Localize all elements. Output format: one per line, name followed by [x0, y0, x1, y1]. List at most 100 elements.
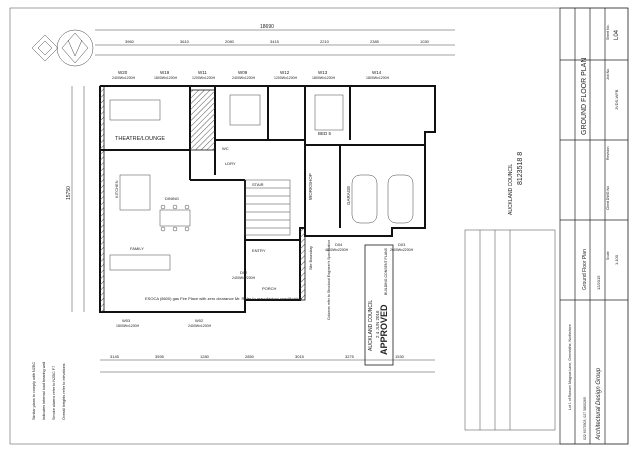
door-size: 4800Wx2200H — [325, 248, 349, 252]
window-size: 1200Wx1200H — [274, 76, 298, 80]
job-no-label: Job No. — [606, 68, 610, 80]
door-tags: D04 4800Wx2200H D03 2600Wx2200H D02 2400… — [232, 242, 414, 280]
room-labels: THEATRE/LOUNGE WORKSHOP GARAGE BED 5 KIT… — [114, 131, 351, 291]
legend-note: Similar plans to comply with NZBC — [32, 362, 36, 420]
furniture — [109, 94, 344, 271]
stair-label: STAIR — [252, 182, 264, 187]
dim-label: 2210 — [320, 39, 330, 44]
window-tag: W13 — [318, 70, 328, 75]
window-size: 1800Wx1200H — [366, 76, 390, 80]
room-label-theatre: THEATRE/LOUNGE — [115, 136, 165, 142]
window-tag: W20 — [118, 70, 128, 75]
company-contact: 022 6075503, 027 5800269 — [583, 397, 587, 440]
dim-label: 3595 — [155, 354, 165, 359]
wall-hatch-left — [99, 85, 105, 313]
client-dwg-label: Client DWG No — [606, 186, 610, 210]
window-tag: W19 — [160, 70, 170, 75]
dim-label: 3610 — [180, 39, 190, 44]
dim-label: 3960 — [125, 39, 135, 44]
dim-label: 3415 — [270, 39, 280, 44]
revision-label: Revision — [606, 147, 610, 160]
plan-name: GROUND FLOOR PLAN — [581, 58, 588, 135]
top-dimensions: 18690 3960 3610 2080 3415 2210 2385 1030 — [95, 24, 455, 56]
window-size: 1800Wx1200H — [116, 324, 140, 328]
legend-note: Overall heights refer to elevations — [62, 363, 66, 420]
bottom-dimensions: 3145 3595 1280 2850 3015 3275 1530 — [100, 354, 435, 373]
title-block: L04 Sheet No. Job No. JVDS-WFB Revision … — [559, 7, 629, 445]
door-tag: D02 — [240, 270, 248, 275]
room-label-laundry: LDRY — [225, 161, 236, 166]
dim-label: 1530 — [395, 354, 405, 359]
window-tag: W09 — [238, 70, 248, 75]
project-address: Lot 1 of Ramarri Magnus Lane, Greenhithe… — [568, 324, 572, 410]
left-dimensions: 15750 — [66, 86, 85, 312]
room-label-wc: WC — [222, 146, 229, 151]
approval-stamp: AUCKLAND COUNCIL 2 4 JUN 2016 APPROVED B… — [364, 244, 394, 366]
room-label-entry: ENTRY — [252, 248, 266, 253]
overall-depth-dim: 15750 — [66, 186, 72, 200]
window-tag: W02 — [195, 318, 204, 323]
dim-label: 2080 — [225, 39, 235, 44]
legend-note: Indicates internal load bearing wall — [42, 362, 46, 420]
window-size: 1200Wx1200H — [192, 76, 216, 80]
window-tag: W12 — [280, 70, 290, 75]
window-tag: W14 — [372, 70, 382, 75]
drawing-title: Ground Floor Plan — [582, 249, 588, 290]
door-size: 2600Wx2200H — [390, 248, 414, 252]
fireplace-note: ESOCA (8600) gas Fire Place with zero cl… — [145, 296, 302, 301]
site-boundary-note: Site Boundary — [309, 246, 313, 270]
room-label-dining: DINING — [165, 196, 179, 201]
room-label-bed5: BED 5 — [318, 131, 332, 136]
compliance-notes — [464, 229, 556, 431]
dim-label: 3275 — [345, 354, 355, 359]
drawing-date: 12/2015 — [596, 275, 601, 290]
stamp2-number: 8123518 8 — [517, 152, 524, 185]
window-size: 2400Wx1200H — [232, 76, 256, 80]
room-label-family: FAMILY — [130, 246, 144, 251]
door-tag: D03 — [398, 242, 406, 247]
council-stamp-2: AUCKLAND COUNCIL 8123518 8 — [508, 152, 524, 215]
window-size: 2400Wx1200H — [188, 324, 212, 328]
window-tag: W03 — [122, 318, 131, 323]
company-name: Architectural Design Group — [596, 367, 602, 441]
overall-width-dim: 18690 — [260, 24, 274, 30]
north-arrow-icon — [56, 29, 94, 67]
legend-note: Smoke alarms refer to NZBC F7 — [52, 366, 56, 420]
window-tag: W11 — [198, 70, 207, 75]
stamp-sub: BUILDING CONSENT PLANS — [384, 247, 388, 295]
room-label-porch: PORCH — [262, 286, 277, 291]
room-label-garage: GARAGE — [346, 186, 351, 205]
sheet-number: L04 — [614, 29, 620, 40]
stair: STAIR — [244, 179, 291, 236]
scale-value: 1:100 — [614, 254, 619, 265]
dim-label: 1030 — [420, 39, 430, 44]
job-number: JVDS-WFB — [614, 89, 619, 110]
wall-hatch-entry — [299, 227, 306, 301]
door-tag: D04 — [335, 242, 343, 247]
stamp2-council: AUCKLAND COUNCIL — [508, 164, 514, 215]
window-size: 1800Wx1200H — [312, 76, 336, 80]
scale-label: Scale — [606, 251, 610, 260]
stamp-council: AUCKLAND COUNCIL — [368, 300, 374, 351]
window-size: 2400Wx1200H — [112, 76, 136, 80]
window-size: 1800Wx1200H — [154, 76, 178, 80]
room-label-workshop: WORKSHOP — [308, 173, 313, 200]
dim-label: 2850 — [245, 354, 255, 359]
window-tags-bottom: W03 1800Wx1200H W02 2400Wx1200H — [116, 318, 212, 328]
window-tags-top: W20 2400Wx1200H W19 1800Wx1200H W11 1200… — [112, 70, 390, 80]
room-label-kitchen: KITCHEN — [114, 180, 119, 198]
fireplace-hatch — [189, 89, 216, 151]
stamp-date: 2 4 JUN 2016 — [375, 310, 380, 338]
dim-label: 3015 — [295, 354, 305, 359]
sheet-no-label: Sheet No. — [606, 24, 610, 40]
columns-note: Columns refer to Structural Engineer's S… — [327, 240, 331, 320]
garage-cars — [351, 174, 414, 224]
dim-label: 3145 — [110, 354, 120, 359]
dim-label: 2385 — [370, 39, 380, 44]
door-size: 2400Wx2200H — [232, 276, 256, 280]
legend-notes: Similar plans to comply with NZBC Indica… — [32, 362, 66, 420]
compass-rose-icon — [31, 34, 59, 62]
stamp-status: APPROVED — [379, 304, 389, 355]
dim-label: 1280 — [200, 354, 210, 359]
